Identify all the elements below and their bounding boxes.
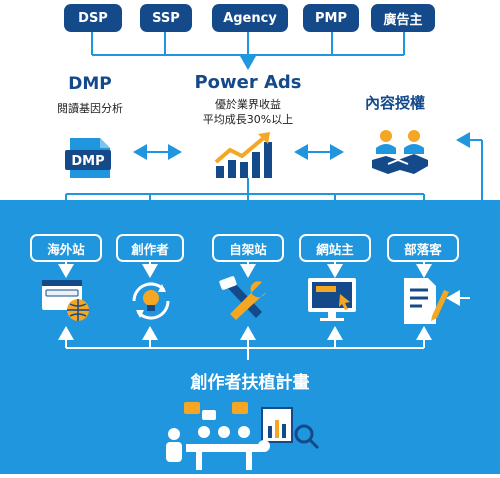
source-dsp: DSP xyxy=(64,4,122,32)
dmp-icon-label: DMP xyxy=(71,154,104,169)
document-pen-icon xyxy=(398,276,450,330)
channel-creator: 創作者 xyxy=(116,234,184,262)
team-meeting-icon xyxy=(162,398,332,478)
monitor-click-icon xyxy=(306,276,362,330)
lightbulb-idea-icon xyxy=(126,276,176,330)
source-advertiser: 廣告主 xyxy=(371,4,435,32)
tools-icon xyxy=(218,276,272,330)
channel-overseas: 海外站 xyxy=(30,234,102,262)
creator-program-title: 創作者扶植計畫 xyxy=(190,373,310,393)
dmp-subtitle: 閱讀基因分析 xyxy=(57,102,123,115)
source-pmp: PMP xyxy=(303,4,359,32)
world-site-icon xyxy=(40,276,92,330)
dmp-monitor-icon: DMP xyxy=(64,132,118,184)
growth-chart-icon xyxy=(214,132,276,184)
power-ads-line1: 優於業界收益 xyxy=(215,98,281,111)
power-ads-title: Power Ads xyxy=(194,72,302,93)
channel-self-hosted: 自架站 xyxy=(212,234,284,262)
channel-blogger: 部落客 xyxy=(387,234,459,262)
handshake-icon xyxy=(370,126,430,182)
dmp-title: DMP xyxy=(68,74,112,94)
source-ssp: SSP xyxy=(140,4,192,32)
channel-site-owner: 網站主 xyxy=(299,234,371,262)
source-agency: Agency xyxy=(212,4,288,32)
power-ads-line2: 平均成長30%以上 xyxy=(202,113,294,126)
content-licensing-title: 內容授權 xyxy=(364,94,425,112)
